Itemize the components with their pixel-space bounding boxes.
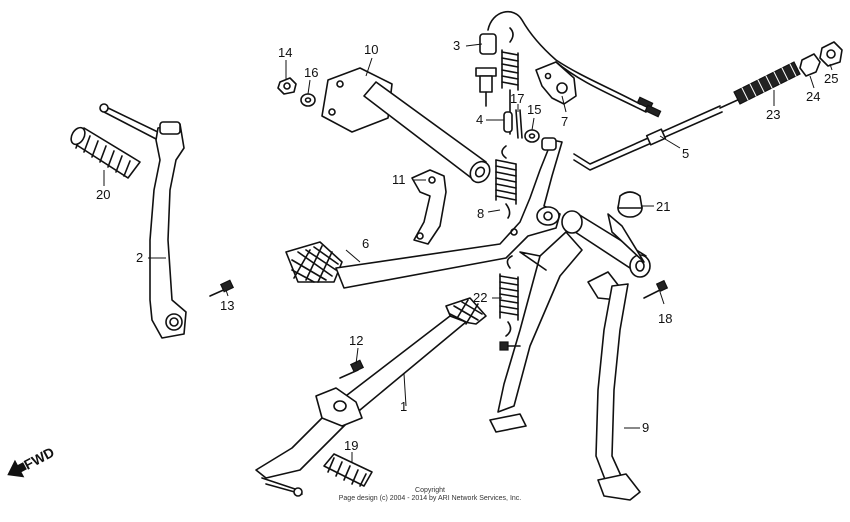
callout-10: 10 (364, 42, 378, 57)
part-5-brake-rod (573, 97, 743, 171)
part-16-washer (300, 93, 316, 107)
stand-pivot-bolt (499, 341, 521, 351)
part-6-brake-pedal (285, 137, 563, 289)
callout-13: 13 (220, 298, 234, 313)
callout-20: 20 (96, 187, 110, 202)
callout-25: 25 (824, 71, 838, 86)
callout-23: 23 (766, 107, 780, 122)
part-2-kick-arm (99, 103, 187, 339)
copyright-line-1: Copyright (415, 487, 445, 494)
part-17-cotter-pin (515, 109, 523, 139)
fwd-arrow-icon (7, 459, 27, 478)
part-22-stand-spring (499, 255, 519, 337)
part-8-spring (495, 145, 517, 219)
callout-18: 18 (658, 311, 672, 326)
part-10-pivot-shaft (321, 67, 491, 184)
part-21-stopper-rubber (617, 191, 643, 218)
part-20-kick-grip (70, 126, 141, 179)
part-23-rod-spring (733, 61, 801, 105)
leader-lines (103, 43, 833, 462)
callout-2: 2 (136, 250, 143, 265)
part-15-washer (524, 129, 540, 143)
callout-4: 4 (476, 112, 483, 127)
copyright-line-2: Page design (c) 2004 - 2014 by ARI Netwo… (338, 495, 522, 502)
callout-12: 12 (349, 333, 363, 348)
callout-17: 17 (510, 91, 524, 106)
callout-11: 11 (392, 172, 406, 187)
copyright-notice: Copyright Page design (c) 2004 - 2014 by… (300, 487, 560, 503)
callout-7: 7 (561, 114, 568, 129)
callout-24: 24 (806, 89, 820, 104)
part-12-bolt (339, 359, 365, 379)
callout-9: 9 (642, 420, 649, 435)
fwd-indicator: FWD (7, 444, 57, 478)
part-1-step-bar (255, 297, 487, 497)
callout-15: 15 (527, 102, 541, 117)
callout-14: 14 (278, 45, 292, 60)
callout-8: 8 (477, 206, 484, 221)
callout-3: 3 (453, 38, 460, 53)
callout-1: 1 (400, 399, 407, 414)
callout-22: 22 (473, 290, 487, 305)
part-13-bolt (209, 279, 235, 297)
part-19-step-rubber (323, 453, 373, 487)
part-24-joint (799, 53, 821, 77)
fwd-label: FWD (21, 444, 57, 473)
callout-16: 16 (304, 65, 318, 80)
callout-19: 19 (344, 438, 358, 453)
part-18-bolt (643, 279, 669, 299)
part-9-main-stand (489, 210, 651, 501)
part-7-switch-bracket (535, 61, 577, 105)
part-11-bracket (411, 169, 447, 245)
part-25-adjust-nut (819, 41, 843, 67)
callout-21: 21 (656, 199, 670, 214)
callout-5: 5 (682, 146, 689, 161)
part-4-pin (503, 111, 513, 133)
part-14-nut (277, 77, 297, 95)
callout-6: 6 (362, 236, 369, 251)
callout-numbers: 1 2 3 4 5 6 7 8 9 10 11 12 13 14 15 16 1… (96, 38, 838, 453)
